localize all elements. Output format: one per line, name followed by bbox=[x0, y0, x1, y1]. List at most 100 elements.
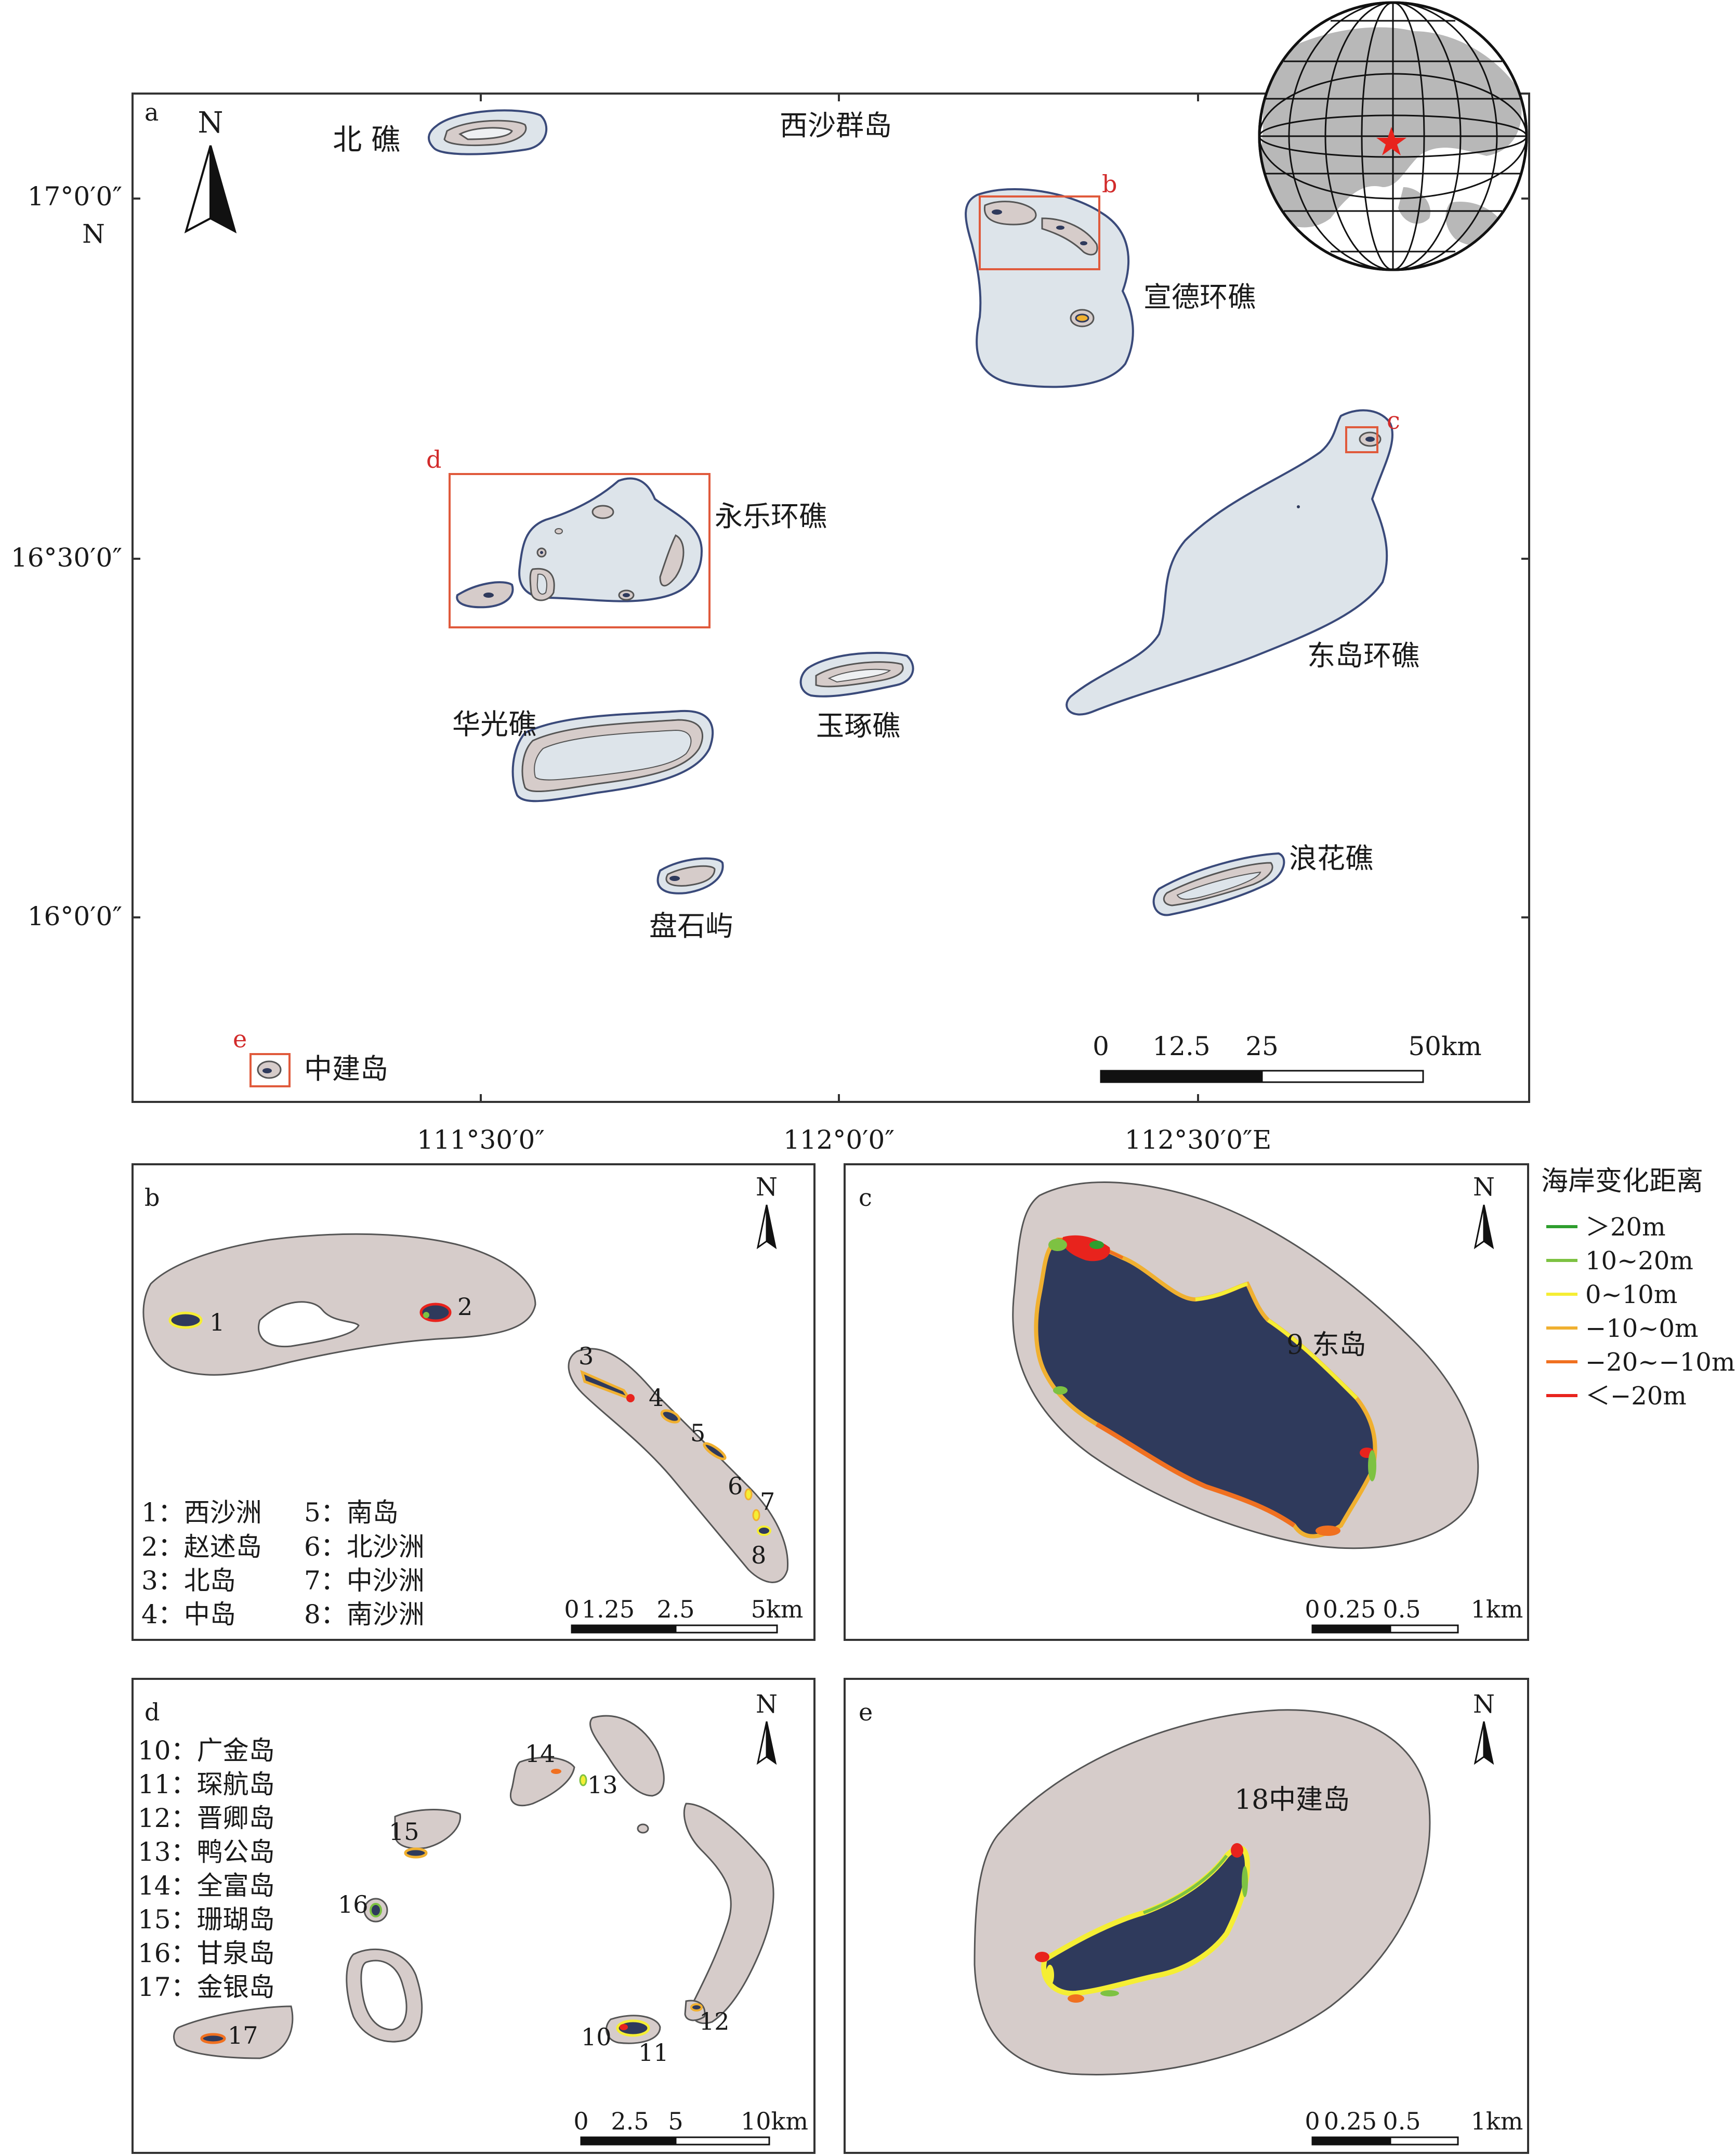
reef-huaguang: 华光礁 bbox=[452, 708, 714, 803]
svg-text:9 东岛: 9 东岛 bbox=[1286, 1330, 1366, 1361]
panel-d-letter: d bbox=[144, 1698, 160, 1726]
svg-text:16：甘泉岛: 16：甘泉岛 bbox=[138, 1938, 275, 1968]
panel-d: d N 10：广金岛 11：琛航岛 12：晋卿岛 13：鸭公岛 14：全富岛 1… bbox=[131, 1678, 816, 2154]
legend-title: 海岸变化距离 bbox=[1541, 1166, 1703, 1197]
svg-text:25: 25 bbox=[1245, 1031, 1279, 1061]
svg-text:宣德环礁: 宣德环礁 bbox=[1143, 281, 1256, 313]
svg-text:1km: 1km bbox=[1471, 2107, 1523, 2135]
reef-yuzhuo: 玉琢礁 bbox=[799, 651, 914, 742]
svg-text:−10~0m: −10~0m bbox=[1585, 1314, 1699, 1343]
svg-text:N: N bbox=[756, 1690, 778, 1719]
svg-text:3：北岛: 3：北岛 bbox=[141, 1566, 236, 1596]
svg-text:1: 1 bbox=[209, 1308, 225, 1336]
svg-text:12.5: 12.5 bbox=[1152, 1031, 1210, 1061]
svg-text:0: 0 bbox=[1305, 1595, 1320, 1623]
svg-text:15: 15 bbox=[389, 1818, 419, 1846]
lat-label-16-30: 16°30′0″ bbox=[11, 543, 122, 573]
legend-item: 10~20m bbox=[1546, 1246, 1693, 1276]
lat-label-16: 16°0′0″ bbox=[28, 901, 122, 931]
north-arrow-a: N bbox=[184, 106, 237, 233]
svg-text:3: 3 bbox=[578, 1342, 594, 1370]
svg-text:5：南岛: 5：南岛 bbox=[304, 1497, 399, 1528]
svg-text:8: 8 bbox=[751, 1541, 766, 1569]
legend-item: −10~0m bbox=[1546, 1314, 1699, 1343]
reef-panshi: 盘石屿 bbox=[649, 857, 733, 942]
svg-text:−20~−10m: −20~−10m bbox=[1585, 1348, 1735, 1377]
reef-zhongjian: 中建岛 bbox=[257, 1053, 388, 1085]
highlight-boxes bbox=[249, 195, 1378, 1087]
lat-suffix: N bbox=[82, 219, 105, 249]
svg-text:50km: 50km bbox=[1408, 1031, 1481, 1061]
location-star-icon bbox=[1376, 127, 1406, 155]
panel-e-letter: e bbox=[859, 1698, 873, 1726]
svg-text:13: 13 bbox=[587, 1771, 618, 1799]
legend-item: −20~−10m bbox=[1546, 1348, 1735, 1377]
svg-text:N: N bbox=[1473, 1173, 1495, 1202]
legend-item: 0~10m bbox=[1546, 1280, 1677, 1309]
lon-label-111-30: 111°30′0″ bbox=[417, 1125, 545, 1155]
panel-b: b N 1 2 3 4 5 6 7 bbox=[131, 1163, 816, 1641]
svg-text:1：西沙洲: 1：西沙洲 bbox=[141, 1497, 262, 1528]
svg-text:12：晋卿岛: 12：晋卿岛 bbox=[138, 1803, 275, 1833]
lon-label-112-30: 112°30′0″E bbox=[1125, 1125, 1271, 1155]
lat-label-17: 17°0′0″ bbox=[28, 181, 122, 212]
svg-text:2.5: 2.5 bbox=[611, 2107, 649, 2135]
svg-text:北 礁: 北 礁 bbox=[333, 123, 400, 157]
scale-bar-c: 0 0.25 0.5 1km bbox=[1305, 1595, 1523, 1634]
reef-xuande: 宣德环礁 bbox=[965, 188, 1256, 388]
svg-text:N: N bbox=[756, 1173, 778, 1202]
legend-item: ＜−20m bbox=[1546, 1382, 1687, 1411]
panel-b-legend: 1：西沙洲 5：南岛 2：赵述岛 6：北沙洲 3：北岛 7：中沙洲 4：中岛 8… bbox=[141, 1497, 425, 1629]
box-letter-b: b bbox=[1102, 170, 1117, 198]
svg-text:永乐环礁: 永乐环礁 bbox=[715, 500, 827, 533]
svg-text:4：中岛: 4：中岛 bbox=[141, 1599, 236, 1629]
svg-text:0~10m: 0~10m bbox=[1585, 1280, 1677, 1309]
svg-text:0: 0 bbox=[1305, 2107, 1320, 2135]
svg-text:＜−20m: ＜−20m bbox=[1585, 1382, 1687, 1411]
panel-a: a 17°0′0″ N 16°30′0″ 16°0′0″ 111°30′0″ 1… bbox=[11, 1, 1530, 1155]
north-arrow-e: N bbox=[1473, 1690, 1495, 1765]
panel-b-map bbox=[142, 1233, 789, 1583]
svg-text:14：全富岛: 14：全富岛 bbox=[138, 1871, 275, 1901]
panel-a-ticks bbox=[133, 94, 1529, 1102]
svg-text:0.25: 0.25 bbox=[1324, 2107, 1377, 2135]
svg-text:0: 0 bbox=[564, 1595, 579, 1623]
reef-langhua: 浪花礁 bbox=[1152, 842, 1373, 916]
svg-text:5: 5 bbox=[668, 2107, 683, 2135]
panel-e: e N 18中建岛 0 0.25 0.5 1km bbox=[844, 1678, 1529, 2154]
svg-text:0.5: 0.5 bbox=[1383, 1595, 1421, 1623]
panel-d-map bbox=[173, 1715, 774, 2059]
legend-item: ＞20m bbox=[1546, 1213, 1666, 1242]
svg-text:1.25: 1.25 bbox=[582, 1595, 635, 1623]
box-letter-c: c bbox=[1387, 406, 1400, 435]
reef-dongdao: 东岛环礁 bbox=[1066, 409, 1419, 716]
svg-text:17：金银岛: 17：金银岛 bbox=[138, 1972, 275, 2002]
svg-text:10~20m: 10~20m bbox=[1585, 1246, 1693, 1276]
svg-text:5: 5 bbox=[690, 1419, 705, 1447]
scale-bar-a: 0 12.5 25 50km bbox=[1093, 1031, 1482, 1083]
box-letter-d: d bbox=[426, 445, 441, 474]
svg-text:11: 11 bbox=[638, 2039, 669, 2067]
svg-text:7：中沙洲: 7：中沙洲 bbox=[304, 1566, 425, 1596]
svg-text:7: 7 bbox=[760, 1488, 775, 1516]
svg-text:N: N bbox=[198, 106, 223, 140]
svg-text:盘石屿: 盘石屿 bbox=[649, 910, 733, 942]
archipelago-title: 西沙群岛 bbox=[780, 109, 892, 142]
panel-d-frame bbox=[131, 1678, 816, 2154]
panel-a-letter: a bbox=[144, 98, 159, 126]
svg-text:2：赵述岛: 2：赵述岛 bbox=[141, 1532, 262, 1562]
svg-text:13：鸭公岛: 13：鸭公岛 bbox=[138, 1837, 275, 1867]
svg-text:4: 4 bbox=[649, 1384, 664, 1412]
svg-text:18中建岛: 18中建岛 bbox=[1234, 1784, 1350, 1816]
svg-text:2: 2 bbox=[457, 1293, 472, 1321]
panel-c-letter: c bbox=[859, 1184, 872, 1212]
svg-text:N: N bbox=[1473, 1690, 1495, 1719]
panel-b-island-numbers: 1 2 3 4 5 6 7 8 bbox=[209, 1293, 775, 1569]
scale-bar-b: 0 1.25 2.5 5km bbox=[564, 1595, 803, 1634]
box-letter-e: e bbox=[233, 1025, 247, 1053]
svg-text:东岛环礁: 东岛环礁 bbox=[1307, 639, 1419, 672]
north-arrow-d: N bbox=[756, 1690, 778, 1765]
svg-text:6：北沙洲: 6：北沙洲 bbox=[304, 1532, 425, 1562]
lon-label-112: 112°0′0″ bbox=[783, 1125, 895, 1155]
